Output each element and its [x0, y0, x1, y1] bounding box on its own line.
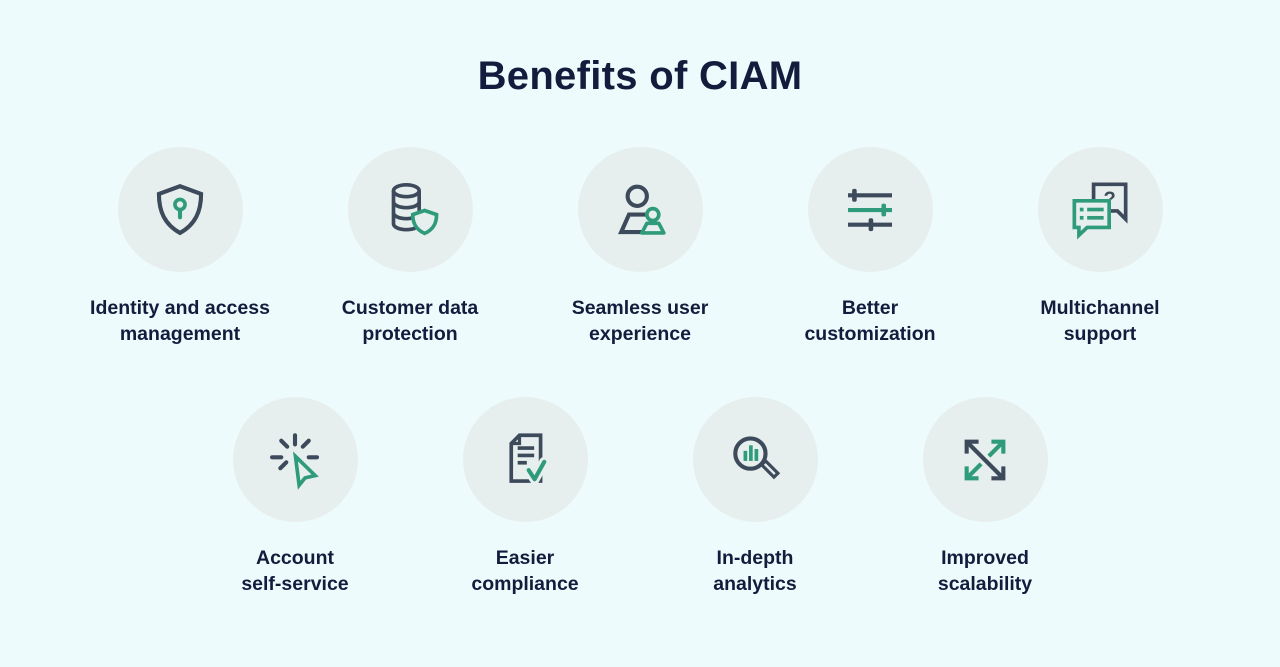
sliders-icon: [848, 188, 892, 231]
benefit-card-compliance: Easier compliance: [410, 397, 640, 597]
icon-circle: [462, 397, 588, 522]
benefit-label: Multichannel support: [1040, 297, 1160, 345]
benefits-row-bottom: Account self-service Easier compliance: [0, 397, 1280, 597]
benefit-label: Improved scalability: [937, 547, 1033, 595]
benefit-card-customization: Better customization: [755, 147, 985, 347]
icon-circle: ?: [1037, 147, 1163, 272]
chat-bubbles-question-icon: ?: [1072, 182, 1128, 239]
icon-circle: [232, 397, 358, 522]
icon-circle: [577, 147, 703, 272]
click-cursor-icon: [270, 432, 320, 490]
benefit-card-self-service: Account self-service: [180, 397, 410, 597]
users-icon: [618, 184, 666, 235]
database-shield-icon: [391, 182, 439, 235]
icon-circle: [807, 147, 933, 272]
benefit-label: In-depth analytics: [713, 547, 797, 595]
benefit-card-data-protection: Customer data protection: [295, 147, 525, 347]
icon-circle: [117, 147, 243, 272]
benefit-label: Customer data protection: [341, 297, 479, 345]
document-check-icon: [509, 432, 550, 489]
benefit-label: Better customization: [804, 297, 936, 345]
shield-key-icon: [156, 183, 204, 235]
icon-circle: [692, 397, 818, 522]
benefit-card-multichannel: ? Multichannel support: [985, 147, 1215, 347]
icon-circle: [922, 397, 1048, 522]
benefit-label: Seamless user experience: [571, 297, 709, 345]
benefit-label: Easier compliance: [471, 547, 579, 595]
benefit-label: Identity and access management: [90, 297, 270, 345]
benefit-card-user-experience: Seamless user experience: [525, 147, 755, 347]
page-title: Benefits of CIAM: [477, 54, 803, 98]
magnifier-chart-icon: [733, 435, 781, 479]
benefits-row-top: Identity and access management Customer …: [0, 147, 1280, 347]
benefit-card-identity: Identity and access management: [65, 147, 295, 347]
benefit-card-analytics: In-depth analytics: [640, 397, 870, 597]
icon-circle: [347, 147, 473, 272]
benefit-card-scalability: Improved scalability: [870, 397, 1100, 597]
benefit-label: Account self-service: [241, 547, 349, 595]
expand-arrows-icon: [964, 439, 1006, 480]
